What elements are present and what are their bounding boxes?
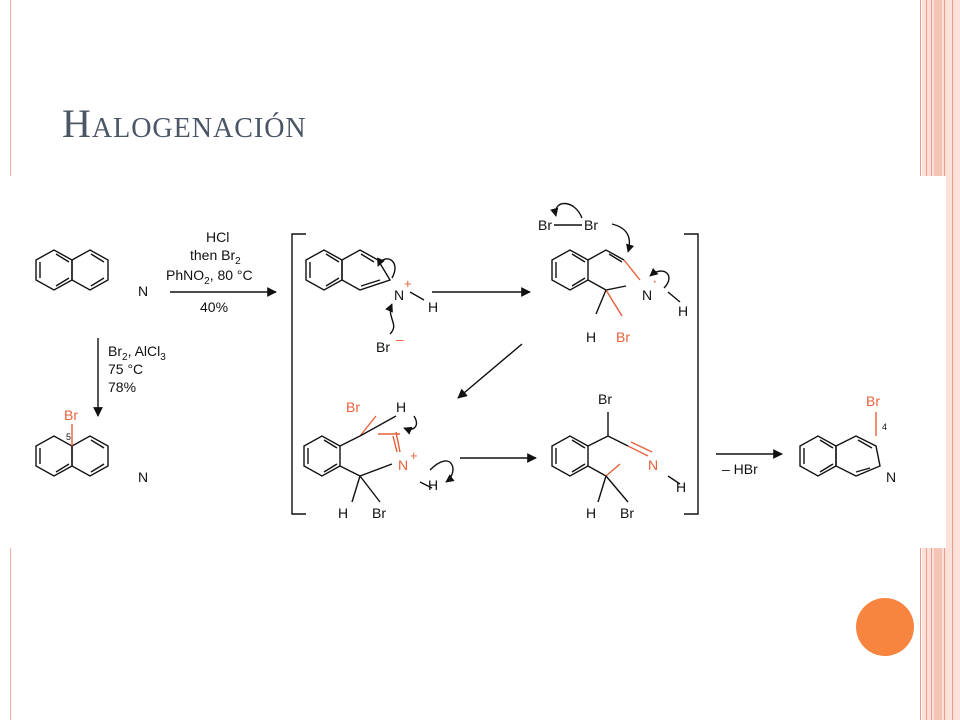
atom-n: N	[394, 287, 404, 303]
atom-h: H	[586, 329, 596, 345]
bromo5-isoquinoline	[35, 424, 109, 477]
charge-plus: +	[404, 276, 412, 291]
atom-h: H	[586, 505, 596, 521]
charge-plus: +	[410, 448, 418, 463]
scheme-panel	[0, 176, 946, 548]
isoquinoline-start	[35, 249, 109, 291]
bromo4-isoquinoline	[799, 412, 881, 477]
charge-minus: –	[396, 331, 404, 347]
dihydro-dibromo-isoquinoline	[551, 412, 681, 503]
atom-br: Br	[598, 391, 612, 407]
decorative-orange-circle	[856, 598, 914, 656]
cond-yield-top: 40%	[200, 299, 228, 315]
atom-br: Br	[584, 217, 598, 233]
bromide-adduct	[550, 202, 681, 317]
radical-dot: ·	[652, 273, 657, 290]
position-5: 5	[66, 432, 71, 442]
atom-n: N	[398, 457, 408, 473]
atom-n: N	[138, 283, 148, 299]
cond-hcl: HCl	[206, 229, 229, 245]
atom-n: N	[886, 469, 896, 485]
dibromo-iminium	[303, 415, 455, 503]
atom-h: H	[428, 299, 438, 315]
frame-line	[952, 0, 953, 720]
atom-br: Br	[538, 217, 552, 233]
atom-br: Br	[376, 339, 390, 355]
cond-temp: 75 °C	[108, 361, 143, 377]
atom-n: N	[138, 469, 148, 485]
cond-phno2: PhNO2, 80 °C	[166, 267, 253, 287]
atom-br: Br	[616, 329, 630, 345]
atom-br: Br	[346, 399, 360, 415]
atom-n: N	[642, 287, 652, 303]
atom-h: H	[396, 399, 406, 415]
atom-br: Br	[620, 505, 634, 521]
atom-n: N	[648, 457, 658, 473]
atom-br: Br	[64, 407, 78, 423]
atom-h: H	[678, 303, 688, 319]
atom-h: H	[428, 477, 438, 493]
cond-br2-alcl3: Br2, AlCl3	[108, 343, 166, 363]
isoquinolinium	[305, 249, 425, 335]
cond-then-br2: then Br2	[190, 247, 241, 267]
slide-title: Halogenación	[62, 101, 307, 146]
reaction-scheme: HCl then Br2 PhNO2, 80 °C 40% Br2, AlCl3…	[35, 202, 896, 521]
cond-yield-down: 78%	[108, 379, 136, 395]
atom-h: H	[338, 505, 348, 521]
elimination-label: – HBr	[722, 461, 758, 477]
atom-h: H	[676, 479, 686, 495]
position-4: 4	[882, 422, 887, 432]
atom-br: Br	[866, 393, 880, 409]
atom-br: Br	[372, 505, 386, 521]
